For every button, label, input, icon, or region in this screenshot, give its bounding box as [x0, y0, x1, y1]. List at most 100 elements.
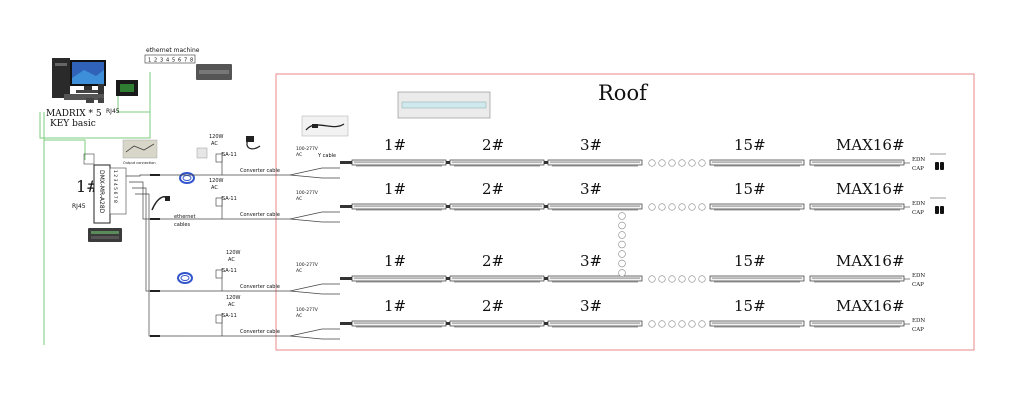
- network-lines: [39, 72, 151, 345]
- power-ac-label: AC: [211, 185, 218, 191]
- y-cable-photo: [301, 115, 349, 137]
- end-cap-label-line1: EDN: [912, 201, 925, 207]
- computer-speaker: [98, 84, 104, 94]
- continuation-dot: [668, 320, 676, 328]
- fixture-5: MAX16#: [809, 180, 905, 211]
- ethernet-port-2: 2: [154, 58, 157, 64]
- end-cap-label-line2: CAP: [912, 282, 924, 288]
- input-link: [340, 277, 352, 280]
- power-adapter: [215, 153, 223, 163]
- controller-model: DMX-MR-A28D: [98, 170, 105, 214]
- fixture-1: 1#: [351, 180, 447, 211]
- end-cap-label-line1: EDN: [912, 273, 925, 279]
- power-plug-photo: [246, 136, 254, 142]
- input-link: [340, 161, 352, 164]
- fixture-label: MAX16#: [836, 252, 905, 270]
- end-cap-plug: [935, 206, 939, 214]
- controller-photo: [88, 228, 122, 242]
- vertical-continuation-dot: [618, 221, 626, 230]
- fixture-link: [446, 322, 450, 325]
- fixture-lens: [452, 161, 542, 163]
- continuation-dot: [678, 203, 686, 211]
- voltage-label: 100-277V: [296, 190, 319, 196]
- fixture-2: 2#: [449, 297, 545, 328]
- fixture-2: 2#: [449, 136, 545, 167]
- end-cap-label-line2: CAP: [912, 327, 924, 333]
- continuation-dot: [648, 320, 656, 328]
- continuation-dot: [658, 203, 666, 211]
- y-split-bottom-row-4: [289, 335, 340, 340]
- y-split-top-row-4: [289, 328, 340, 337]
- computer-label-line1: MADRIX * 5: [46, 109, 102, 119]
- sa-label: SA-11: [222, 196, 237, 202]
- computer: MADRIX * 5 KEY basic RJ45: [46, 58, 138, 129]
- power-ac-label: AC: [228, 302, 235, 308]
- power-adapter: [215, 269, 223, 279]
- power-watt-label: 120W: [226, 250, 241, 256]
- fixture-lens: [812, 205, 902, 207]
- fixture-label: 15#: [734, 136, 766, 154]
- ethernet-port-3: 3: [160, 58, 163, 64]
- fixture-link: [544, 205, 548, 208]
- output-wire-row-4: [135, 193, 186, 337]
- continuation-dot: [678, 159, 686, 167]
- fixture-3: 3#: [547, 252, 643, 283]
- continuation-dot: [668, 203, 676, 211]
- fixture-4: 15#: [709, 297, 805, 328]
- fixture-4: 15#: [709, 180, 805, 211]
- fixture-2: 2#: [449, 252, 545, 283]
- vertical-continuation-dot: [618, 231, 626, 239]
- fixture-lens: [452, 322, 542, 324]
- input-link: [340, 205, 352, 208]
- fixture-link: [544, 277, 548, 280]
- fixture-lens: [550, 277, 640, 279]
- fixture-4: 15#: [709, 252, 805, 283]
- fixture-link: [544, 322, 548, 325]
- end-cap-label-line1: EDN: [912, 318, 925, 324]
- fixture-lens: [550, 205, 640, 207]
- voltage-ac-label: AC: [296, 313, 302, 319]
- sa-label: SA-11: [222, 313, 237, 319]
- continuation-dot: [658, 320, 666, 328]
- voltage-label: 100-277V: [296, 307, 319, 313]
- fixture-label: 3#: [580, 252, 602, 270]
- roof-title: Roof: [598, 81, 649, 105]
- power-adapter: [215, 197, 223, 207]
- continuation-dot: [678, 320, 686, 328]
- fixture-3: 3#: [547, 297, 643, 328]
- y-split-bottom-row-1: [289, 174, 340, 179]
- continuation-dot: [668, 159, 676, 167]
- continuation-dot: [698, 203, 706, 211]
- converter-cable-label: Converter cable: [240, 212, 280, 218]
- continuation-dot: [688, 275, 696, 283]
- fixture-5: MAX16#: [809, 297, 905, 328]
- fixture-lens: [712, 322, 802, 324]
- output-wire-row-1: [126, 174, 186, 177]
- ethernet-cables: ethernet cables: [151, 172, 195, 284]
- voltage-ac-label: AC: [296, 196, 302, 202]
- fixture-label: 2#: [482, 252, 504, 270]
- cable-coil-2: [177, 272, 193, 284]
- more-rows-indicator: [618, 212, 626, 277]
- continuation-dot: [648, 203, 656, 211]
- fixture-lens: [354, 277, 444, 279]
- output-connection-photo: [122, 139, 158, 159]
- rj45-label-controller: RJ45: [72, 203, 86, 210]
- y-split-top-row-1: [289, 167, 340, 176]
- fixture-5: MAX16#: [809, 136, 905, 167]
- fixture-label: 2#: [482, 297, 504, 315]
- cable-coil-1: [179, 172, 195, 184]
- converter-cable-label: Converter cable: [240, 329, 280, 335]
- power-adapter-photo-1: [196, 147, 208, 159]
- fixture-lens: [550, 161, 640, 163]
- end-cap-label-line1: EDN: [912, 157, 925, 163]
- usb-key: [86, 98, 94, 103]
- ethernet-port-6: 6: [178, 58, 181, 64]
- input-link: [340, 322, 352, 325]
- fixture-link: [446, 277, 450, 280]
- fixture-lens: [812, 277, 902, 279]
